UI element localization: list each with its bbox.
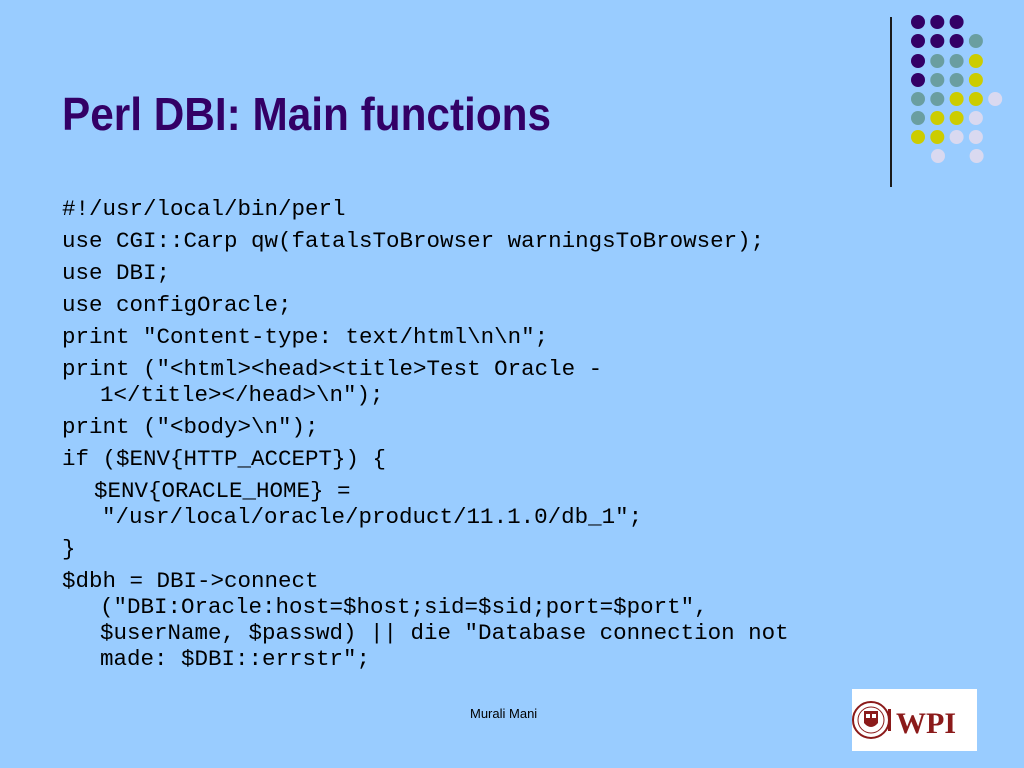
decorative-dot [968, 54, 983, 68]
code-line: #!/usr/local/bin/perl [62, 196, 982, 222]
code-line: print "Content-type: text/html\n\n"; [62, 324, 982, 350]
code-line: print ("<html><head><title>Test Oracle -… [62, 356, 982, 408]
code-line-continuation: $userName, $passwd) || die "Database con… [100, 620, 789, 646]
wpi-logo: WPI [852, 689, 977, 751]
code-line-continuation: ("DBI:Oracle:host=$host;sid=$sid;port=$p… [100, 594, 708, 620]
wpi-logo-text: WPI [896, 707, 956, 740]
code-line: use DBI; [62, 260, 982, 286]
decorative-dot [968, 111, 983, 125]
decorative-dot [911, 111, 925, 125]
decorative-dot [930, 92, 945, 106]
decorative-dot [949, 54, 964, 68]
decorative-dot [949, 15, 964, 29]
decorative-dot [930, 73, 945, 87]
code-line-continuation: 1</title></head>\n"); [100, 382, 384, 408]
decorative-dot [930, 111, 945, 125]
decorative-dot [911, 73, 925, 87]
decorative-dot [931, 149, 945, 163]
decorative-dot [969, 149, 984, 163]
decorative-dot [911, 92, 925, 106]
code-line: $dbh = DBI->connect("DBI:Oracle:host=$ho… [62, 568, 982, 672]
decorative-dot [949, 92, 964, 106]
decorative-dot [911, 15, 925, 29]
decorative-dot [949, 73, 964, 87]
code-line-text: use CGI::Carp qw(fatalsToBrowser warning… [62, 228, 765, 254]
code-line-text: $dbh = DBI->connect [62, 568, 319, 594]
code-line-text: print ("<body>\n"); [62, 414, 319, 440]
code-line-text: if ($ENV{HTTP_ACCEPT}) { [62, 446, 387, 472]
code-line: } [62, 536, 982, 562]
code-line: $ENV{ORACLE_HOME} ="/usr/local/oracle/pr… [62, 478, 982, 530]
code-line-text: print ("<html><head><title>Test Oracle - [62, 356, 603, 382]
code-line-text: use configOracle; [62, 292, 292, 318]
code-line: use configOracle; [62, 292, 982, 318]
decorative-dot [911, 54, 925, 68]
decorative-dot [988, 92, 1003, 106]
slide-title: Perl DBI: Main functions [62, 88, 552, 140]
decorative-dot [968, 92, 983, 106]
code-line: use CGI::Carp qw(fatalsToBrowser warning… [62, 228, 982, 254]
code-line-text: #!/usr/local/bin/perl [62, 196, 346, 222]
decorative-dot [949, 34, 964, 48]
decorative-dot [911, 130, 925, 144]
code-line-text: $ENV{ORACLE_HOME} = [94, 478, 351, 504]
decorative-dot [930, 130, 945, 144]
decorative-dot [949, 130, 964, 144]
code-line: if ($ENV{HTTP_ACCEPT}) { [62, 446, 982, 472]
code-line-continuation: "/usr/local/oracle/product/11.1.0/db_1"; [102, 504, 643, 530]
code-line-text: } [62, 536, 76, 562]
decorative-dot [930, 34, 945, 48]
decorative-dot [930, 54, 945, 68]
code-line-text: use DBI; [62, 260, 171, 286]
decorative-dot [930, 15, 945, 29]
code-line-continuation: made: $DBI::errstr"; [100, 646, 371, 672]
footer-author: Murali Mani [470, 706, 538, 721]
decorative-dot [911, 34, 925, 48]
title-divider-line [890, 17, 892, 187]
code-line: print ("<body>\n"); [62, 414, 982, 440]
code-line-text: print "Content-type: text/html\n\n"; [62, 324, 549, 350]
decorative-dot [968, 73, 983, 87]
decorative-dot [968, 34, 983, 48]
decorative-dot [968, 130, 983, 144]
decorative-dot [949, 111, 964, 125]
